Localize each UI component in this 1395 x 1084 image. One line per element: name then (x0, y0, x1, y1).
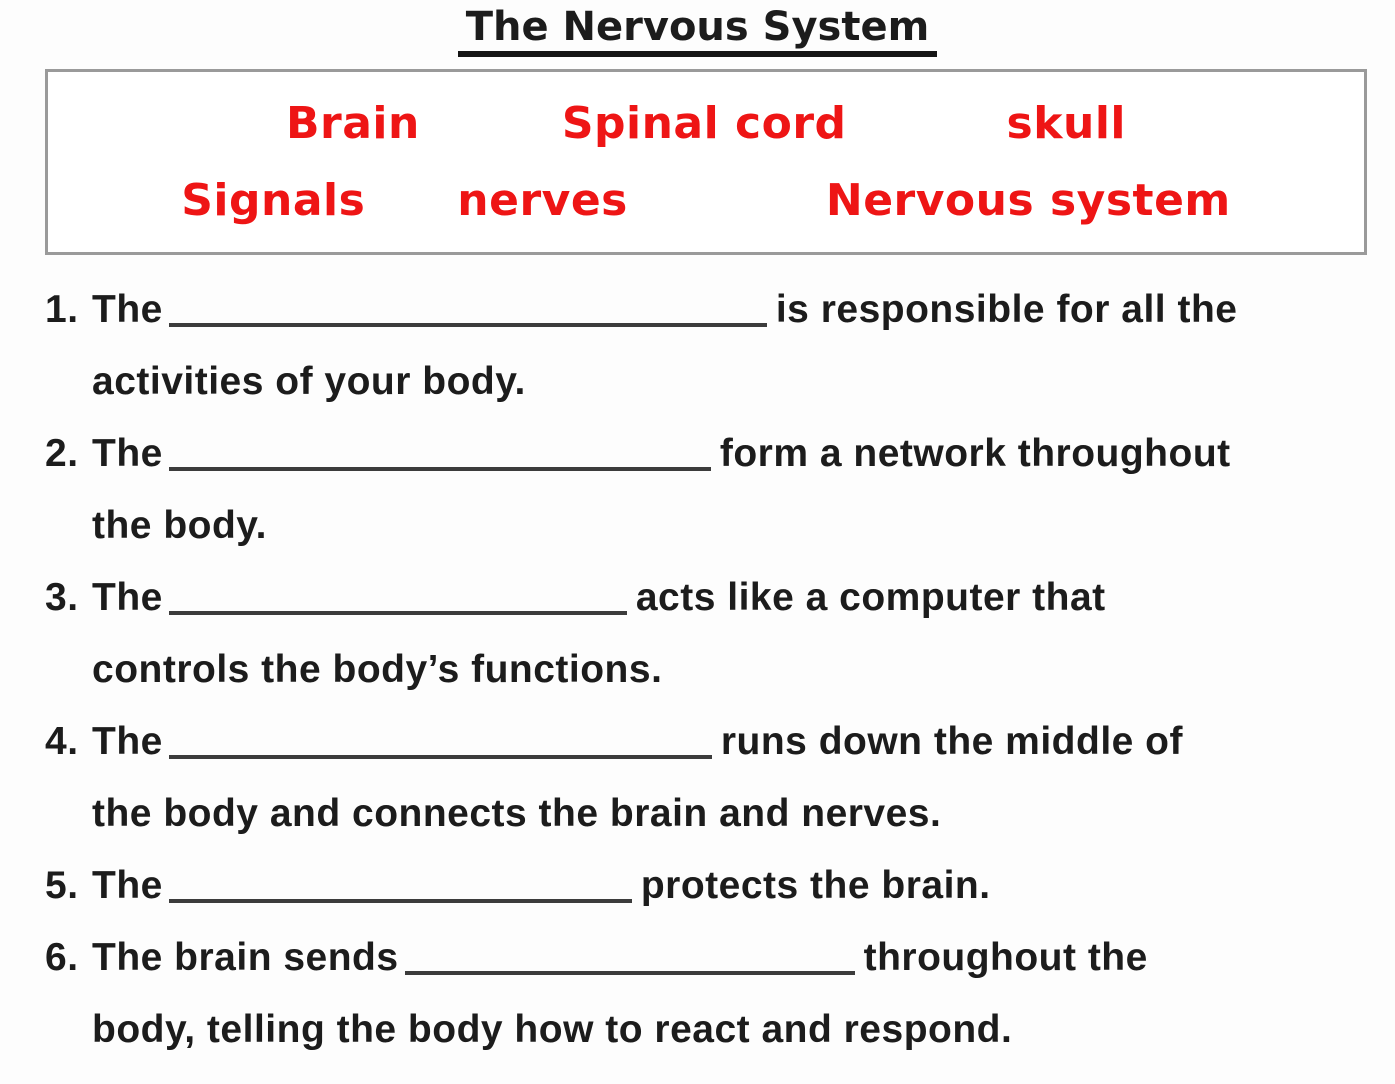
question-number: 6. (45, 936, 79, 979)
word-bank-word: skull (1006, 98, 1126, 149)
question-text-pre: The (92, 576, 163, 619)
question-text-pre: The (92, 432, 163, 475)
answer-blank[interactable] (168, 319, 767, 327)
question-item: 4. The runs down the middle of the body an… (45, 706, 1377, 850)
question-number: 1. (45, 288, 79, 331)
question-line: 3. The acts like a computer that (45, 562, 1377, 634)
question-text-continuation: activities of your body. (92, 360, 526, 403)
question-text-continuation: the body and connects the brain and nerv… (92, 792, 942, 835)
word-bank-word: nerves (457, 175, 628, 226)
question-text-pre: The (92, 288, 163, 331)
word-bank-box: Brain Spinal cord skull Signals nerves Nervo… (45, 69, 1367, 255)
answer-blank[interactable] (168, 751, 712, 759)
question-text-continuation: the body. (92, 504, 267, 547)
question-line: 5. The protects the brain. (45, 850, 1377, 922)
question-item: 2. The form a network throughout the body. (45, 418, 1377, 562)
answer-blank[interactable] (404, 967, 855, 975)
question-number: 5. (45, 864, 79, 907)
word-bank-word: Signals (181, 175, 366, 226)
answer-blank[interactable] (168, 607, 627, 615)
question-line: 2. The form a network throughout (45, 418, 1377, 490)
page-header: The Nervous System (0, 4, 1395, 57)
question-text-post: form a network throughout (719, 432, 1231, 475)
question-text-post: is responsible for all the (775, 288, 1238, 331)
word-bank-word: Nervous system (825, 175, 1231, 226)
question-number: 4. (45, 720, 79, 763)
question-text-continuation: body, telling the body how to react and … (92, 1008, 1013, 1051)
question-text-post: throughout the (863, 936, 1148, 979)
question-text-post: protects the brain. (640, 864, 991, 907)
question-item: 3. The acts like a computer that controls … (45, 562, 1377, 706)
question-line: 6. The brain sends throughout the (45, 922, 1377, 994)
questions-list: 1. The is responsible for all the activiti… (45, 274, 1377, 1066)
word-bank-row: Signals nerves Nervous system (48, 175, 1364, 226)
word-bank-word: Spinal cord (561, 98, 847, 149)
question-line: 1. The is responsible for all the (45, 274, 1377, 346)
question-text-pre: The (92, 864, 163, 907)
question-text-pre: The (92, 720, 163, 763)
question-text-continuation: controls the body’s functions. (92, 648, 663, 691)
word-bank-word: Brain (286, 98, 420, 149)
question-text-post: runs down the middle of (720, 720, 1183, 763)
question-number: 2. (45, 432, 79, 475)
word-bank-row: Brain Spinal cord skull (48, 98, 1364, 149)
page-title: The Nervous System (457, 4, 938, 57)
question-line: 4. The runs down the middle of (45, 706, 1377, 778)
answer-blank[interactable] (168, 463, 711, 471)
question-item: 5. The protects the brain. (45, 850, 1377, 922)
question-number: 3. (45, 576, 79, 619)
question-item: 6. The brain sends throughout the body, te… (45, 922, 1377, 1066)
question-text-pre: The brain sends (92, 936, 399, 979)
answer-blank[interactable] (168, 895, 632, 903)
question-text-post: acts like a computer that (635, 576, 1106, 619)
question-item: 1. The is responsible for all the activiti… (45, 274, 1377, 418)
